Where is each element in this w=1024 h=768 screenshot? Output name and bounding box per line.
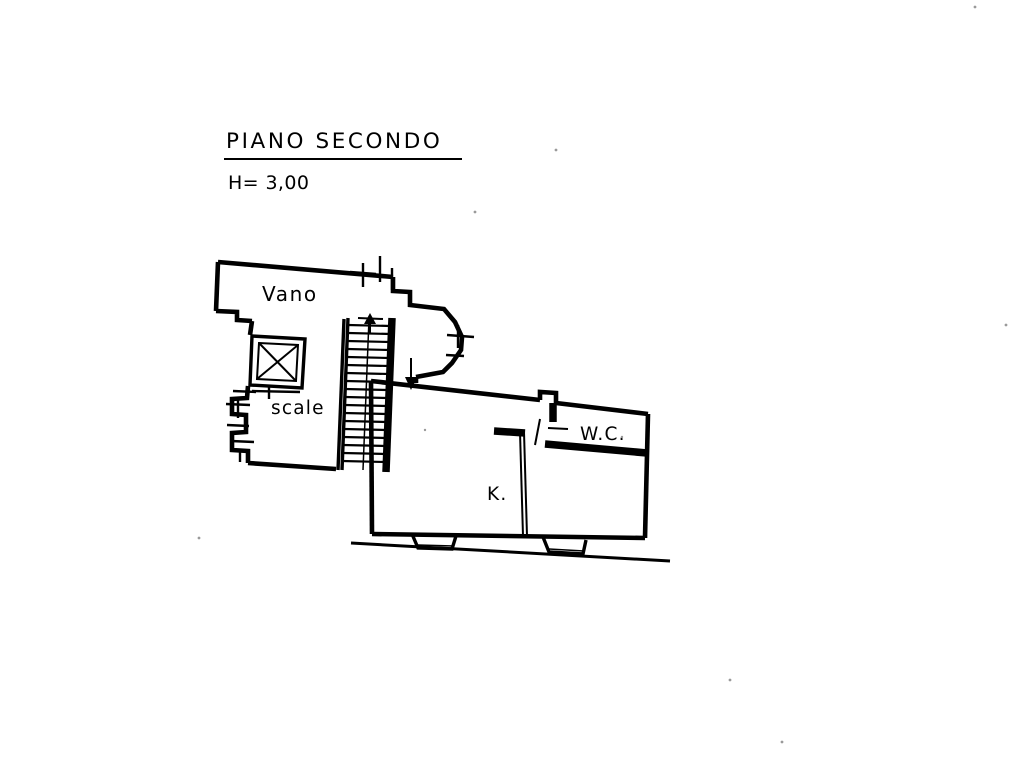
ledge-line [548, 548, 585, 552]
stair-tread [342, 443, 387, 448]
scan-speck [554, 148, 558, 152]
landing-wall-right [390, 277, 465, 380]
landing-outline [390, 277, 465, 383]
stair-tread [342, 451, 387, 456]
scan-speck [973, 5, 977, 9]
stair-tread [343, 427, 388, 432]
stair-hall-outline [229, 320, 337, 472]
apartment-block [368, 378, 651, 541]
scan-speck [620, 435, 624, 439]
scan-speck [728, 678, 732, 682]
title-block: PIANO SECONDO H= 3,00 [224, 129, 462, 194]
stair-rail-left-inner [340, 317, 350, 471]
ledge-line [417, 544, 455, 547]
stair-tread [346, 347, 391, 352]
stair-tread [346, 339, 391, 344]
stair-tread [345, 363, 390, 368]
ground-line [350, 541, 671, 563]
stair-tread [345, 371, 390, 376]
vano-wall-bottom-step [215, 308, 253, 324]
hall-wall-left-stepped [229, 385, 251, 463]
stair-treads [341, 323, 392, 464]
scan-artifacts [197, 5, 1008, 744]
stair-tread [342, 435, 387, 440]
partition-kitchen-wc-inner [519, 431, 524, 537]
window-tick-icon [445, 353, 465, 358]
door-swing-icon [547, 427, 569, 430]
scan-speck [423, 428, 427, 432]
ground-and-ledges [350, 533, 671, 563]
stair-rail-left [336, 318, 346, 471]
hall-wall-upper-left [247, 320, 255, 336]
window-ticks-right [445, 325, 475, 358]
partition-wc-lower [544, 440, 648, 457]
balcony-ledge [410, 533, 458, 551]
vano-wall-left [213, 261, 221, 312]
page-title: PIANO SECONDO [226, 129, 442, 154]
stair-tread [344, 395, 389, 400]
stair-tread [343, 419, 388, 424]
window-ticks-top [349, 256, 394, 290]
room-label-scale: scale [271, 398, 325, 419]
ceiling-height-label: H= 3,00 [228, 172, 309, 194]
interior-partitions [493, 403, 648, 537]
apt-wall-bottom [371, 531, 646, 541]
hall-wall-bottom [247, 460, 337, 472]
shaft-threshold [251, 389, 301, 394]
stair-tread [344, 387, 389, 392]
room-labels: Vano scale K. W.C. [262, 282, 626, 505]
arrow-bar [357, 317, 384, 320]
scan-speck [197, 536, 201, 540]
apt-wall-top-left [370, 378, 541, 403]
stair-wall-right [382, 317, 396, 473]
stair-up-arrow-icon [357, 313, 384, 334]
window-tick-icon [230, 439, 255, 444]
apt-wall-top-notch [537, 389, 649, 417]
stair-tread [346, 355, 391, 360]
balcony-ledge [541, 536, 588, 556]
scan-speck [780, 740, 784, 744]
room-label-wc: W.C. [580, 424, 626, 445]
stair-tread [341, 459, 386, 464]
elevator-shaft [248, 334, 307, 399]
shaft-cross-icon [256, 344, 299, 380]
partition-stub-kitchen [493, 427, 526, 437]
apt-wall-left [368, 380, 375, 535]
partition-kitchen-wc [523, 431, 528, 537]
shaft-outer-box [248, 334, 307, 390]
staircase [336, 313, 396, 473]
scan-speck [473, 210, 477, 214]
room-label-vano: Vano [262, 282, 318, 306]
window-tick-icon [349, 270, 377, 276]
window-tick-icon [446, 333, 475, 339]
vano-wall-top [217, 259, 394, 280]
apt-wall-right [642, 413, 651, 539]
window-tick-icon [226, 423, 250, 428]
stair-tread [343, 411, 388, 416]
room-label-kitchen: K. [487, 484, 507, 505]
wc-door-symbol [534, 418, 569, 446]
door-leaf-icon [534, 418, 541, 446]
scan-speck [1004, 323, 1008, 327]
stair-tread [344, 403, 389, 408]
